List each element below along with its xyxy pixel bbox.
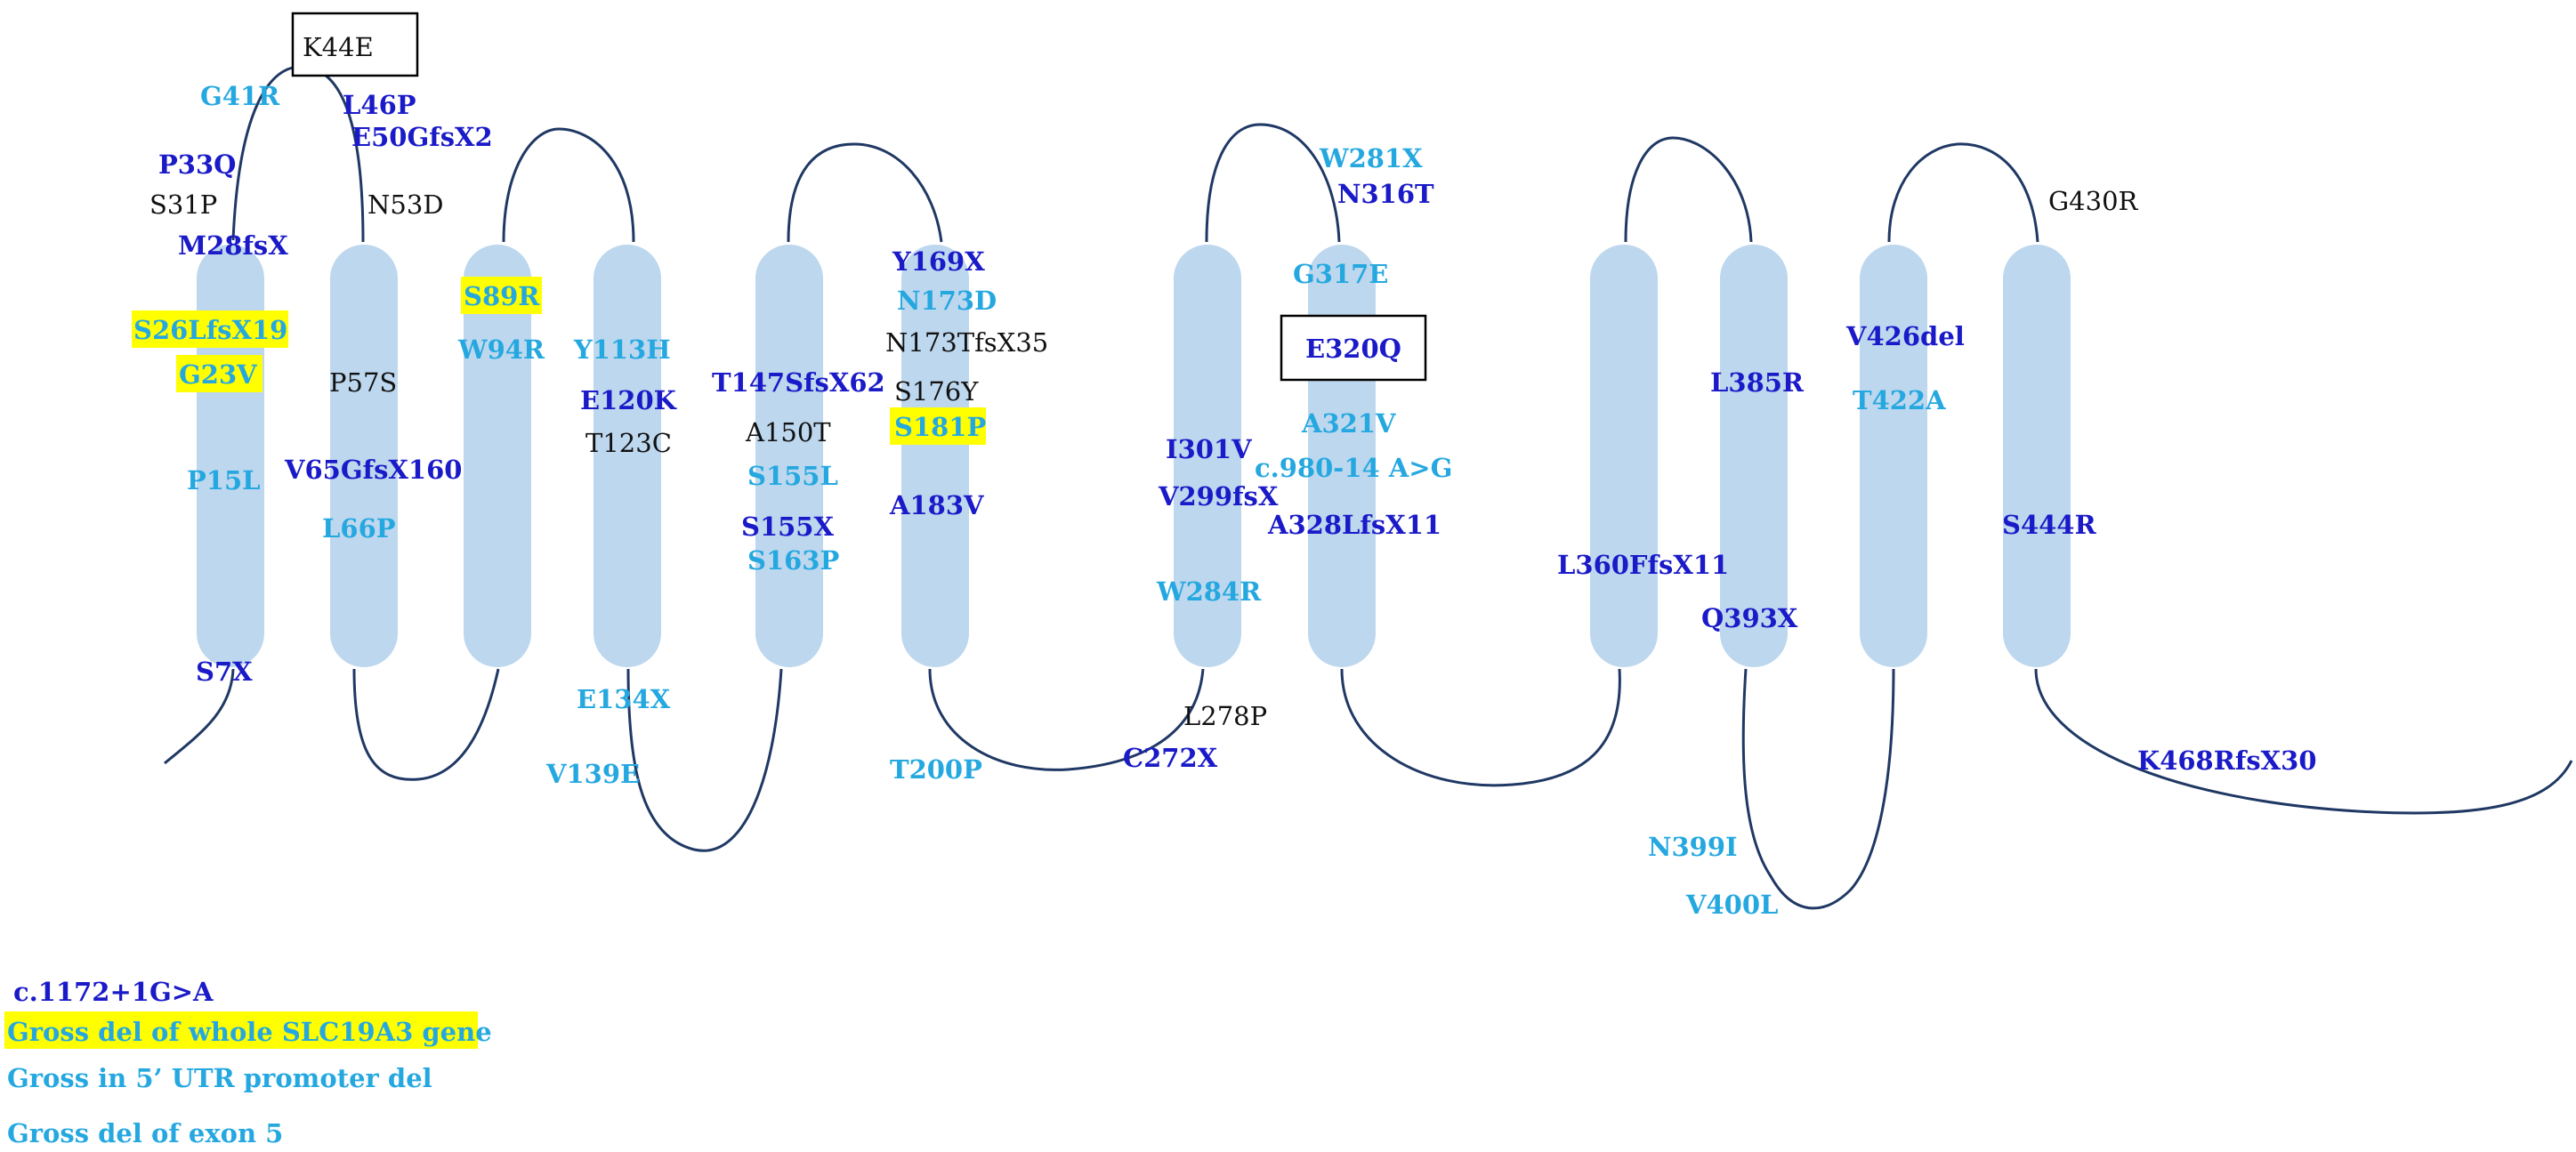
mutation-label: Y169X xyxy=(892,246,985,277)
loop-10-11 xyxy=(1741,668,1895,910)
loop-4-5 xyxy=(626,668,783,852)
loop-2-3 xyxy=(352,668,500,781)
mutation-label: T123C xyxy=(585,428,672,458)
k44e-box xyxy=(291,12,419,77)
mutation-label: G317E xyxy=(1293,259,1388,289)
mutation-label: W281X xyxy=(1319,143,1423,173)
loop-5-6 xyxy=(787,142,943,243)
n-terminus xyxy=(164,668,235,765)
mutation-label: N53D xyxy=(367,189,444,220)
c-terminus xyxy=(2034,668,2573,815)
connecting-loops xyxy=(164,65,2573,910)
loop-7-8 xyxy=(1205,123,1341,243)
mutation-label: V299fsX xyxy=(1158,481,1279,512)
mutation-label: N173D xyxy=(897,286,997,316)
e320q-box xyxy=(1280,314,1427,382)
legend: c.1172+1G>A Gross del of whole SLC19A3 g… xyxy=(7,977,492,1148)
mutation-label: E50GfsX2 xyxy=(351,122,493,152)
mutation-label: K44E xyxy=(303,32,374,62)
mutation-labels: K44E G41R L46P E50GfsX2 P33Q S31P N53D M… xyxy=(133,32,2317,920)
s89r-highlight xyxy=(461,277,542,314)
mutation-label: L360FfsX11 xyxy=(1557,550,1729,580)
mutation-label: T147SfsX62 xyxy=(712,367,885,398)
mutation-label: I301V xyxy=(1166,434,1252,464)
helix-tm9 xyxy=(1590,245,1658,667)
mutation-label: S89R xyxy=(464,281,540,311)
mutation-label: E120K xyxy=(580,385,678,415)
mutation-label: V426del xyxy=(1845,321,1965,351)
mutation-label: P57S xyxy=(329,367,397,398)
mutation-label: M28fsX xyxy=(178,230,288,261)
helix-tm12 xyxy=(2003,245,2071,667)
mutation-label: A321V xyxy=(1301,408,1396,439)
mutation-label: T200P xyxy=(890,754,982,785)
mutation-label: T422A xyxy=(1853,385,1946,415)
loop-9-10 xyxy=(1624,136,1753,243)
legend-entry: Gross in 5’ UTR promoter del xyxy=(7,1063,432,1093)
mutation-label: N399I xyxy=(1648,832,1738,862)
mutation-label: S26LfsX19 xyxy=(133,315,287,345)
mutation-label: N173TfsX35 xyxy=(885,327,1048,358)
s181p-highlight xyxy=(890,407,986,445)
mutation-label: S444R xyxy=(2002,510,2096,540)
mutation-label: A183V xyxy=(889,490,984,520)
loop-11-12 xyxy=(1887,142,2039,243)
helix-tm10 xyxy=(1720,245,1788,667)
mutation-label: V65GfsX160 xyxy=(284,455,462,485)
mutation-label: S7X xyxy=(196,657,253,687)
mutation-label: S155L xyxy=(747,461,838,491)
legend-gross-del-highlight xyxy=(4,1011,478,1049)
mutation-label: W94R xyxy=(457,334,545,365)
legend-entry: c.1172+1G>A xyxy=(13,977,214,1007)
mutation-label: A150T xyxy=(745,417,831,447)
mutation-label: C272X xyxy=(1123,743,1218,773)
loop-8-9 xyxy=(1340,668,1621,787)
mutation-label: S31P xyxy=(149,189,217,220)
mutation-label: L278P xyxy=(1183,701,1267,731)
mutation-label: S176Y xyxy=(894,376,979,407)
mutation-label: E320Q xyxy=(1305,334,1401,364)
legend-entry: Gross del of whole SLC19A3 gene xyxy=(7,1017,492,1047)
mutation-label: W284R xyxy=(1156,576,1262,607)
helix-tm1 xyxy=(197,245,264,667)
mutation-label: c.980-14 A>G xyxy=(1255,453,1452,483)
mutation-label: G430R xyxy=(2048,186,2139,216)
helix-tm3 xyxy=(464,245,531,667)
helix-tm7 xyxy=(1174,245,1241,667)
mutation-label: Y113H xyxy=(573,334,671,365)
mutation-label: P33Q xyxy=(158,149,236,180)
mutation-label: L66P xyxy=(322,513,396,544)
loop-6-7 xyxy=(928,668,1205,771)
mutation-label: Q393X xyxy=(1701,603,1798,633)
mutation-label: L46P xyxy=(343,90,416,120)
mutation-label: S163P xyxy=(747,545,839,576)
helix-tm4 xyxy=(594,245,661,667)
legend-entry: Gross del of exon 5 xyxy=(7,1118,283,1148)
loop-3-4 xyxy=(502,127,635,243)
helix-tm2 xyxy=(330,245,398,667)
mutation-label: V400L xyxy=(1685,890,1778,920)
mutation-label: K468RfsX30 xyxy=(2137,745,2317,776)
mutation-label: E134X xyxy=(577,684,671,714)
mutation-label: N316T xyxy=(1337,179,1434,209)
mutation-label: A328LfsX11 xyxy=(1267,510,1441,540)
helix-tm6 xyxy=(901,245,969,667)
helix-tm11 xyxy=(1860,245,1927,667)
mutation-label: G23V xyxy=(179,359,257,390)
mutation-label: P15L xyxy=(187,465,261,495)
mutation-label: S181P xyxy=(894,412,986,442)
mutation-label: V139E xyxy=(545,759,640,789)
s26lfsx19-highlight xyxy=(132,310,288,348)
g23v-highlight xyxy=(176,355,262,392)
label-backgrounds xyxy=(4,12,1427,1049)
mutation-label: S155X xyxy=(741,512,834,542)
mutation-label: G41R xyxy=(200,81,280,111)
helix-tm5 xyxy=(755,245,823,667)
mutation-label: L385R xyxy=(1710,367,1805,398)
